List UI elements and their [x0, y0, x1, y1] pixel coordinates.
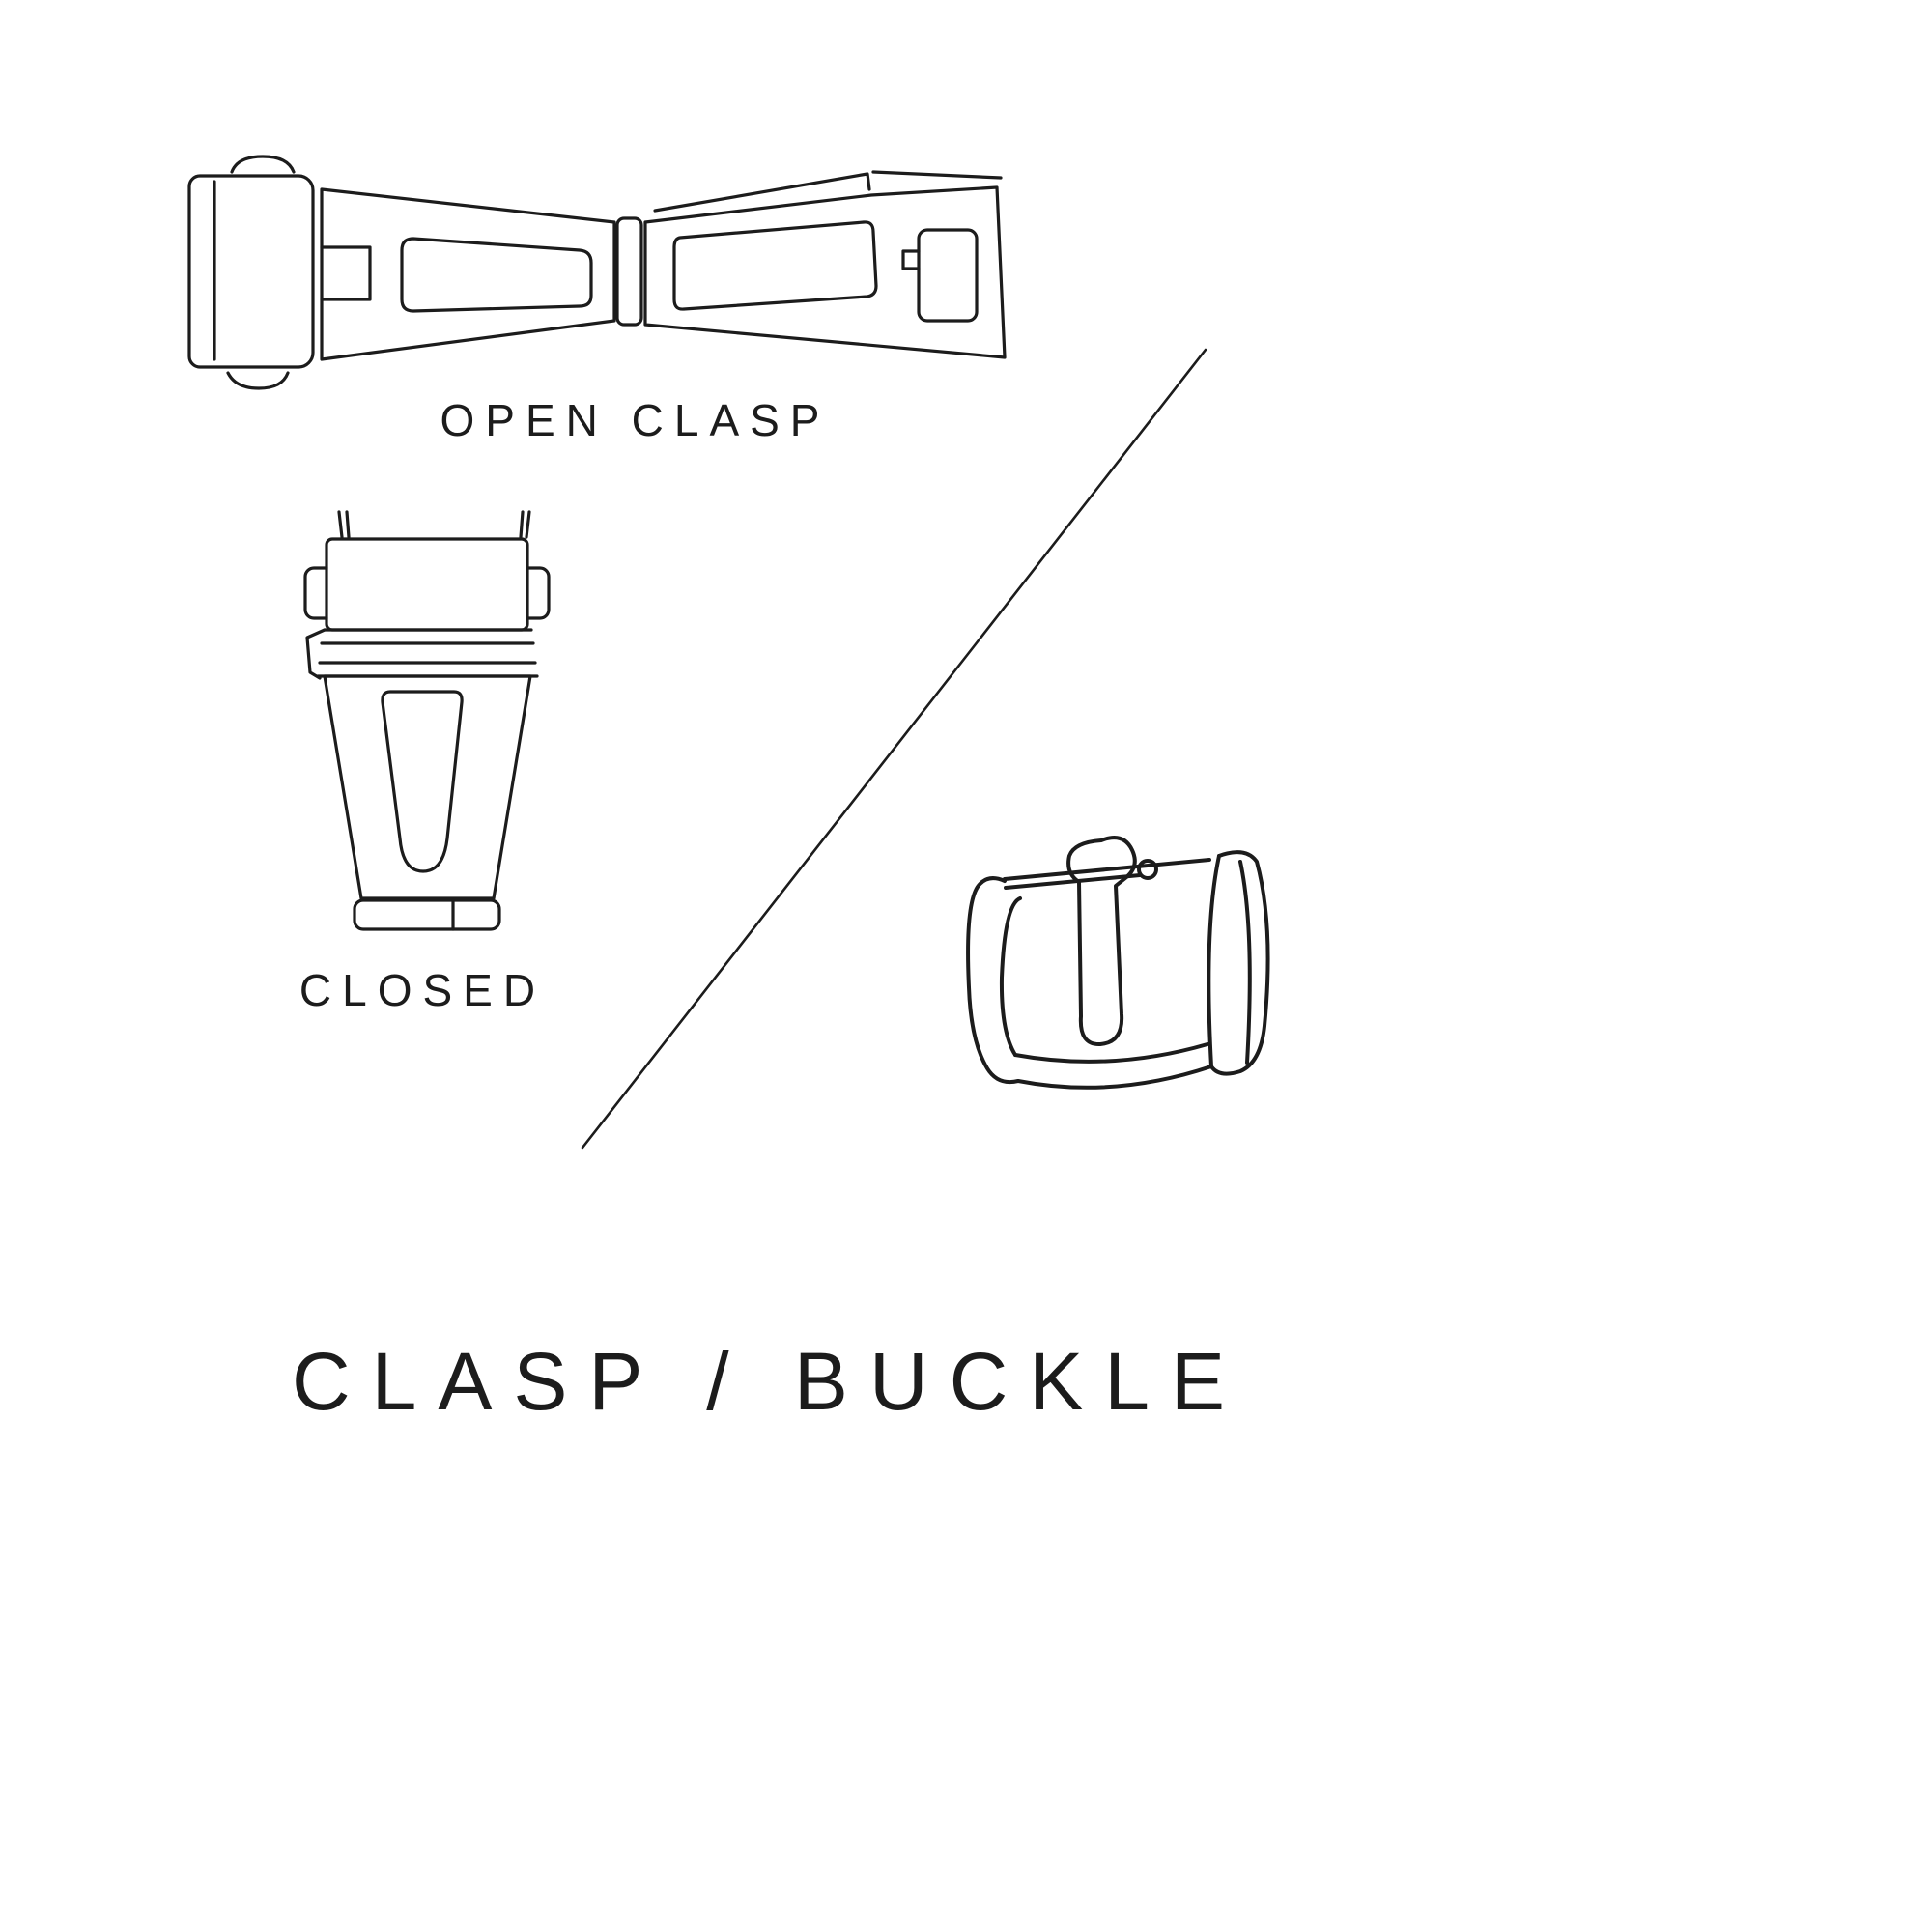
open-clasp-illustration: [187, 155, 1007, 390]
pin-buckle-illustration: [966, 836, 1270, 1090]
closed-clasp-label: CLOSED: [298, 965, 547, 1015]
page-title: CLASP / BUCKLE: [291, 1336, 1247, 1427]
open-clasp-label: OPEN CLASP: [440, 395, 831, 445]
divider-line: [581, 348, 1208, 1150]
closed-clasp-illustration: [303, 510, 551, 931]
